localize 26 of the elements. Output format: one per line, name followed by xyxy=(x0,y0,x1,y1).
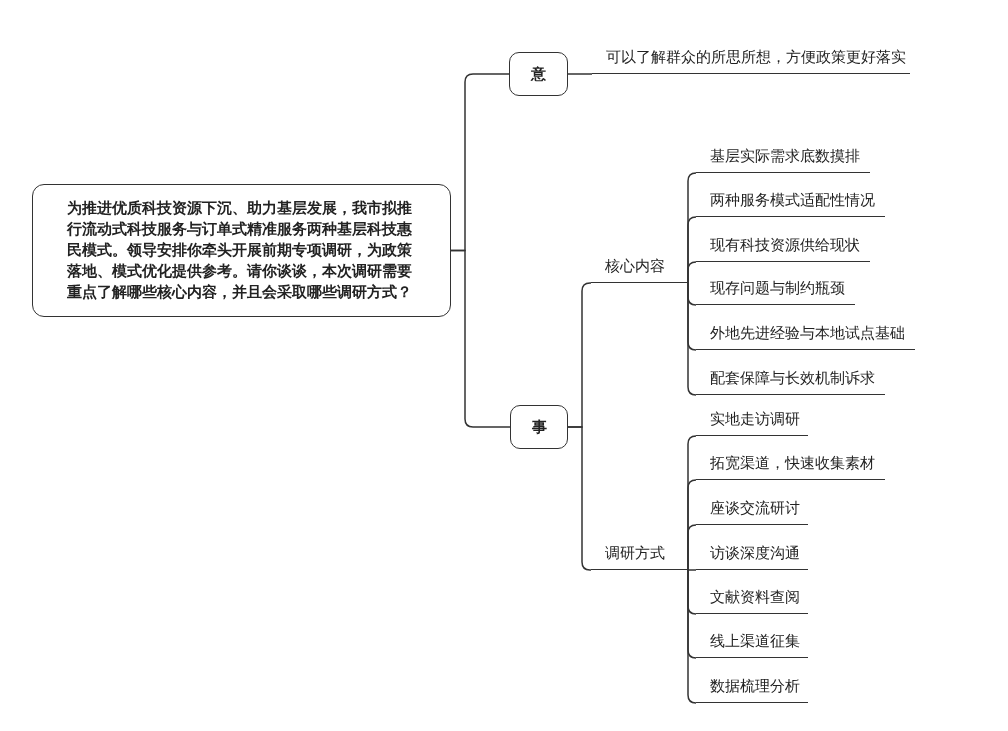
branch-label: 数据梳理分析 xyxy=(696,671,808,703)
connector-line xyxy=(567,73,593,75)
branch-label: 核心内容 xyxy=(591,253,688,283)
branch-label: 实地走访调研 xyxy=(696,404,808,436)
topic-box: 意 xyxy=(509,52,568,96)
connector-line xyxy=(687,524,697,571)
branch-label: 访谈深度沟通 xyxy=(696,538,808,570)
connector-line xyxy=(450,249,511,428)
branch-label: 文献资料查阅 xyxy=(696,582,808,614)
branch-label: 座谈交流研讨 xyxy=(696,493,808,525)
branch-label: 配套保障与长效机制诉求 xyxy=(696,363,885,395)
branch-label: 两种服务模式适配性情况 xyxy=(696,185,885,217)
branch-label: 拓宽渠道，快速收集素材 xyxy=(696,448,885,480)
branch-label: 调研方式 xyxy=(591,538,688,570)
branch-label: 现存问题与制约瓶颈 xyxy=(696,273,855,305)
branch-label: 线上渠道征集 xyxy=(696,626,808,658)
connector-line xyxy=(687,261,697,284)
connector-line xyxy=(687,569,697,571)
connector-line xyxy=(687,282,697,396)
branch-label: 外地先进经验与本地试点基础 xyxy=(696,318,915,350)
question-box: 为推进优质科技资源下沉、助力基层发展，我市拟推行流动式科技服务与订单式精准服务两种基层科技惠民模式。领导安排你牵头开展前期专项调研，为政策落地、模式优化提供参考。请你谈谈，本次调研需要重点了解哪些核心内容，并且会采取哪些调研方式？ xyxy=(32,184,451,317)
topic-box: 事 xyxy=(510,405,568,449)
branch-label: 基层实际需求底数摸排 xyxy=(696,141,870,173)
branch-label: 现有科技资源供给现状 xyxy=(696,230,870,262)
branch-label: 可以了解群众的所思所想，方便政策更好落实 xyxy=(592,40,910,74)
connector-line xyxy=(687,569,697,704)
